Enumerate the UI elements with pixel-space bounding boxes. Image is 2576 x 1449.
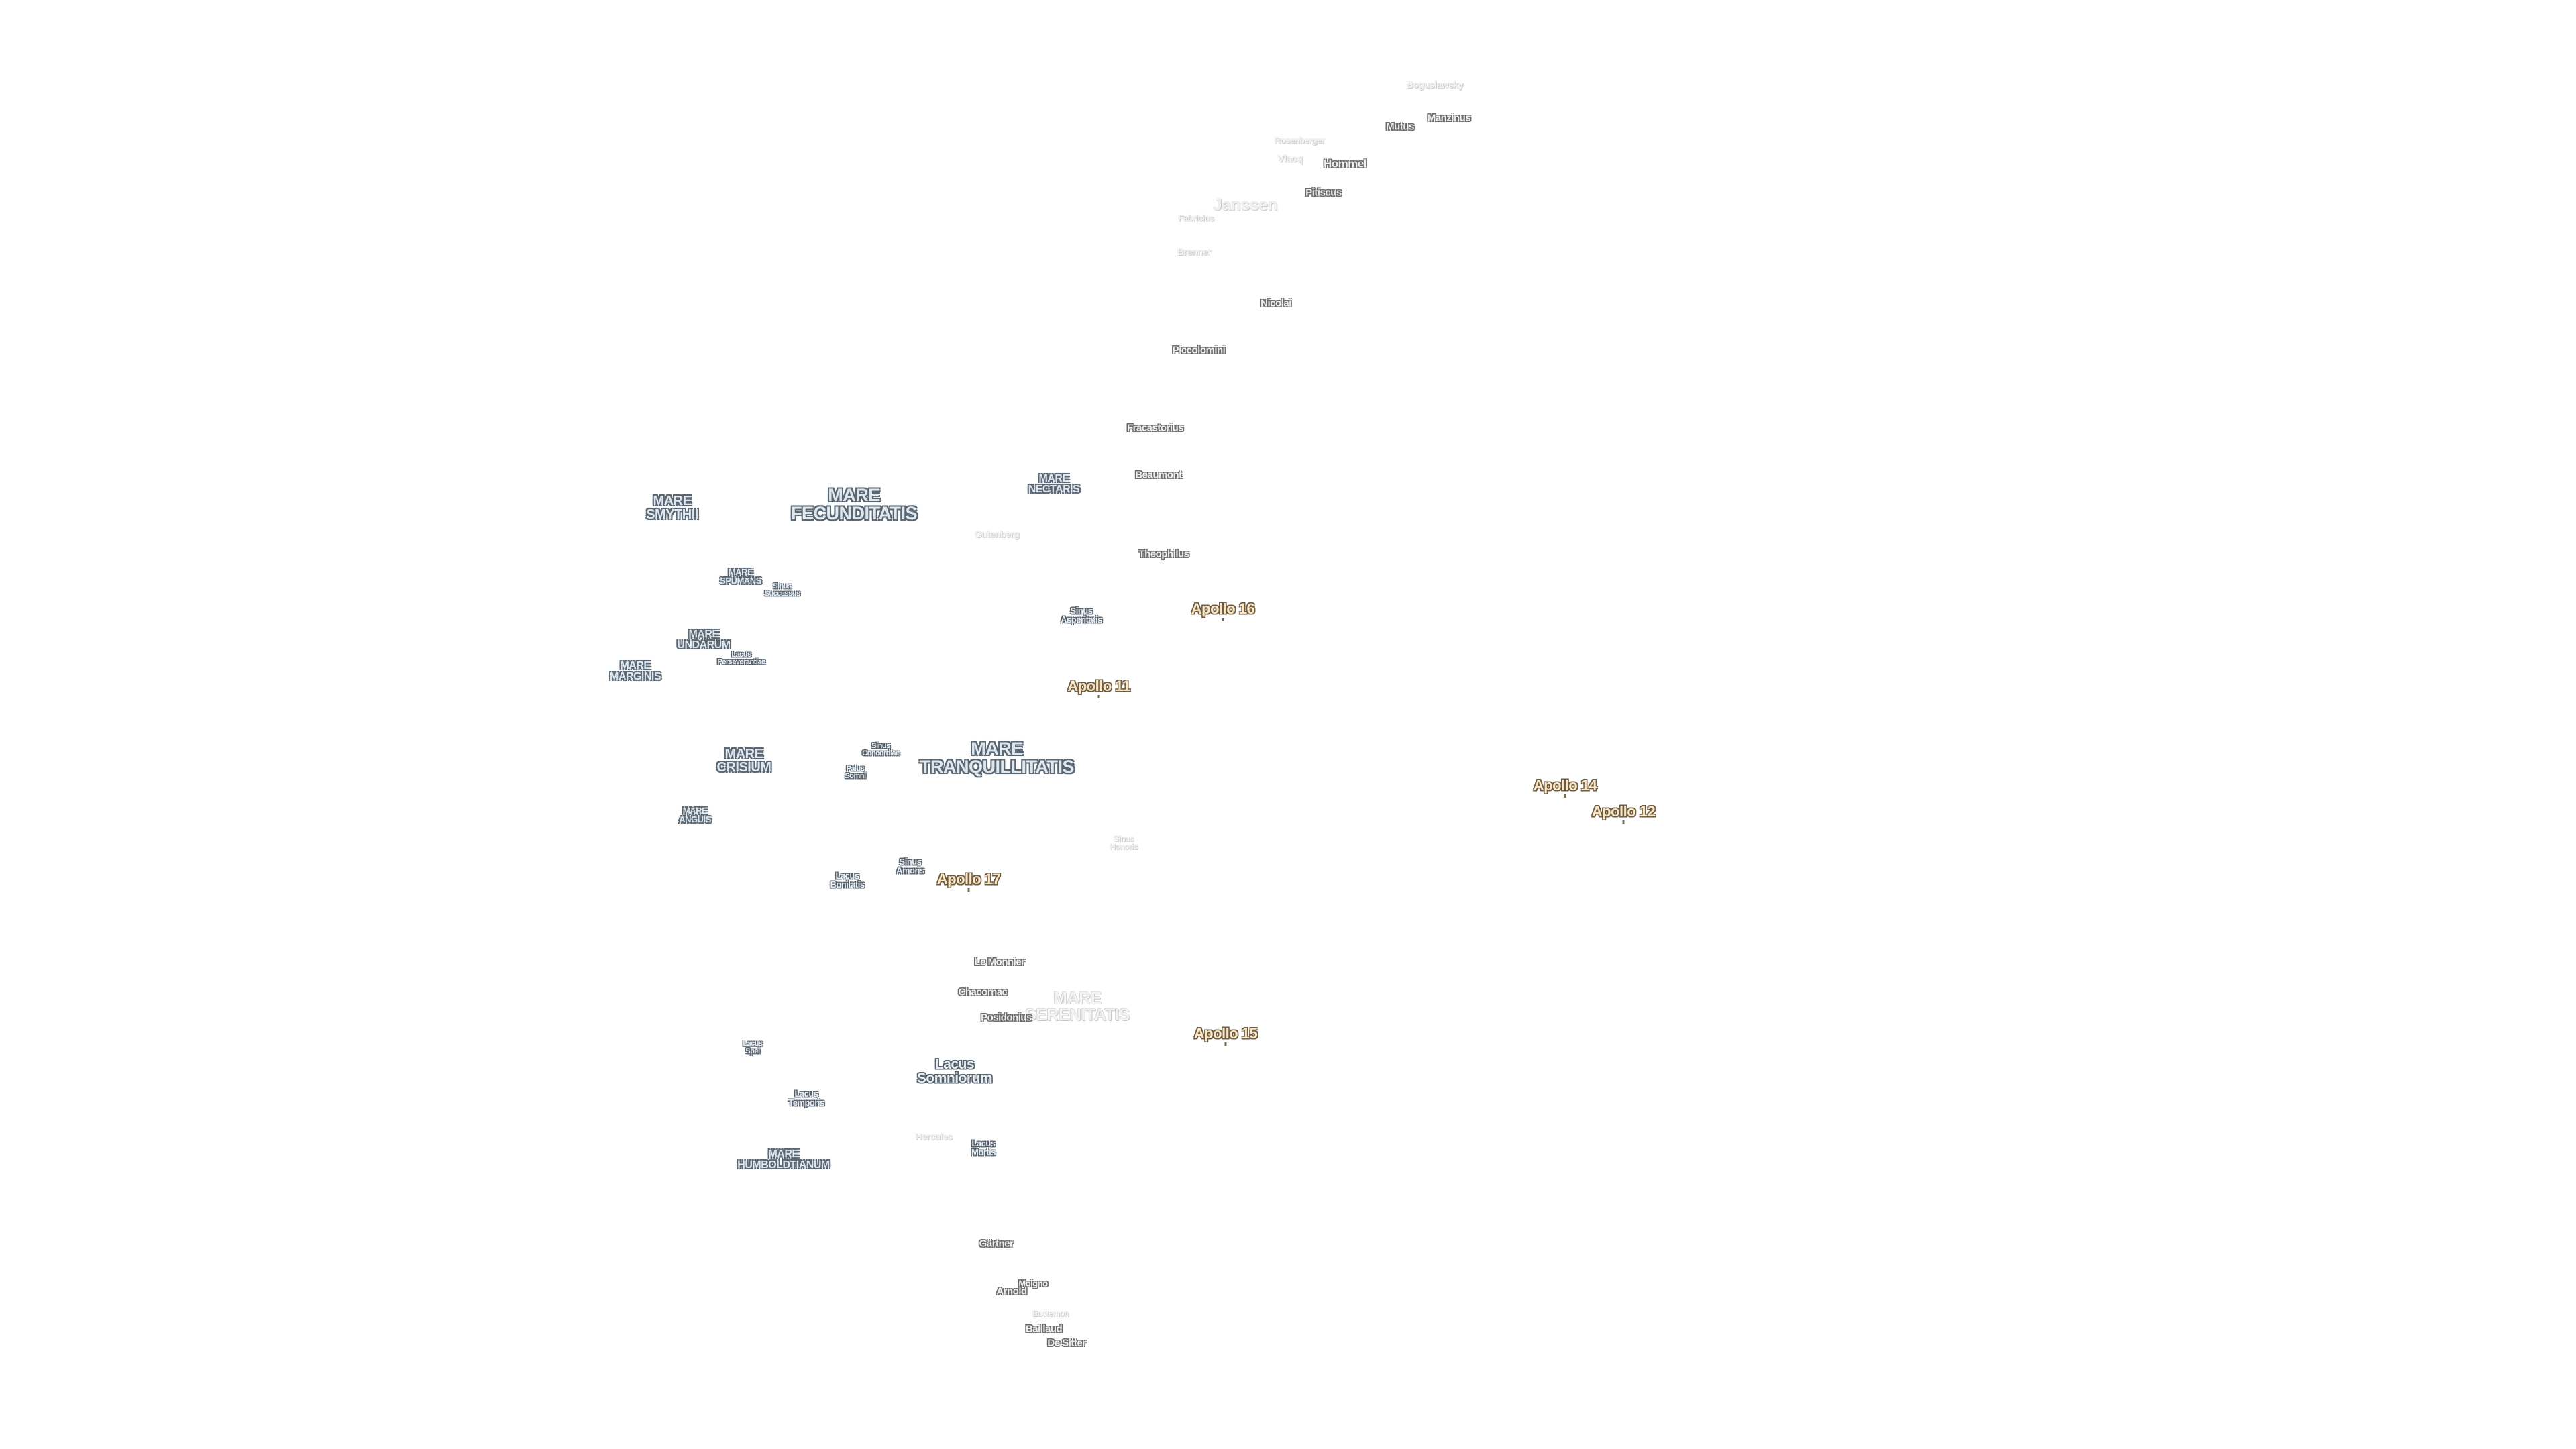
crater-le-monnier-label[interactable]: Le Monnier — [974, 956, 1025, 968]
crater-arnold-label[interactable]: Arnold — [996, 1285, 1027, 1297]
crater-gutenberg-label[interactable]: Gutenberg — [974, 529, 1020, 539]
crater-beaumont-label[interactable]: Beaumont — [1135, 469, 1182, 481]
crater-mutus-label[interactable]: Mutus — [1386, 121, 1414, 133]
crater-moigno-label[interactable]: Moigno — [1018, 1278, 1048, 1289]
lacus-mortis-label[interactable]: Lacus Mortis — [971, 1138, 996, 1157]
crater-de-sitter-label[interactable]: De Sitter — [1047, 1337, 1086, 1349]
apollo-11-marker[interactable] — [1097, 695, 1100, 698]
lacus-somniorum-label[interactable]: Lacus Somniorum — [916, 1057, 993, 1086]
crater-janssen-label[interactable]: Janssen — [1212, 195, 1278, 215]
crater-euctemon-label[interactable]: Euctemon — [1032, 1309, 1069, 1318]
mare-crisium-label[interactable]: MARE CRISIUM — [716, 747, 771, 775]
mare-spumans-label[interactable]: MARE SPUMANS — [720, 567, 761, 586]
apollo-15-label[interactable]: Apollo 15 — [1193, 1025, 1258, 1042]
apollo-14-marker[interactable] — [1564, 794, 1566, 798]
crater-baillaud-label[interactable]: Baillaud — [1025, 1323, 1063, 1335]
apollo-14-label[interactable]: Apollo 14 — [1533, 777, 1597, 794]
lacus-spei-label[interactable]: Lacus Spei — [743, 1040, 763, 1055]
crater-manzinus-label[interactable]: Manzinus — [1427, 112, 1471, 124]
apollo-12-label[interactable]: Apollo 12 — [1591, 803, 1656, 820]
mare-undarum-label[interactable]: MARE UNDARUM — [677, 629, 731, 651]
mare-anguis-label[interactable]: MARE ANGUIS — [679, 806, 711, 824]
crater-boguslawsky-label[interactable]: Boguslawsky — [1407, 79, 1463, 90]
sinus-honoris-label[interactable]: Sinus Honoris — [1110, 834, 1138, 851]
apollo-15-marker[interactable] — [1224, 1042, 1227, 1046]
crater-posidonius-label[interactable]: Posidonius — [981, 1012, 1032, 1024]
mare-marginis-label[interactable]: MARE MARGINIS — [610, 660, 661, 682]
apollo-12-marker[interactable] — [1622, 820, 1625, 824]
lacus-bonitatis-label[interactable]: Lacus Bonitatis — [830, 871, 865, 890]
apollo-17-marker[interactable] — [967, 888, 970, 892]
crater-gartner-label[interactable]: Gärtner — [979, 1238, 1014, 1250]
crater-fabricius-label[interactable]: Fabricius — [1178, 213, 1214, 223]
mare-serenitatis-label[interactable]: MARE SERENITATIS — [1024, 989, 1130, 1024]
crater-hercules-label[interactable]: Hercules — [915, 1131, 953, 1142]
sinus-concordiae-label[interactable]: Sinus Concordiae — [862, 742, 900, 757]
lacus-perseverantiae-label[interactable]: Lacus Perseverantiae — [717, 651, 765, 666]
sinus-successus-label[interactable]: Sinus Successus — [764, 582, 800, 598]
crater-chacornac-label[interactable]: Chacornac — [958, 986, 1008, 998]
mare-fecunditatis-label[interactable]: MARE FECUNDITATIS — [791, 485, 917, 523]
sinus-amoris-label[interactable]: Sinus Amoris — [896, 857, 924, 875]
apollo-16-label[interactable]: Apollo 16 — [1191, 600, 1255, 617]
palus-somni-label[interactable]: Palus Somni — [845, 765, 866, 780]
lacus-temporis-label[interactable]: Lacus Temporis — [788, 1089, 824, 1108]
crater-nicolai-label[interactable]: Nicolai — [1260, 297, 1291, 309]
crater-pitiscus-label[interactable]: Pitiscus — [1305, 186, 1342, 199]
crater-vlacq-label[interactable]: Vlacq — [1277, 153, 1303, 165]
mare-tranquillitatis-label[interactable]: MARE TRANQUILLITATIS — [920, 739, 1074, 777]
mare-humboldtianum-label[interactable]: MARE HUMBOLDTIANUM — [737, 1148, 830, 1171]
apollo-11-label[interactable]: Apollo 11 — [1067, 678, 1130, 694]
sinus-asperitatis-label[interactable]: Sinus Asperitatis — [1061, 606, 1102, 625]
mare-smythii-label[interactable]: MARE SMYTHII — [646, 494, 698, 522]
crater-fracastorius-label[interactable]: Fracastorius — [1126, 422, 1184, 434]
crater-rosenberger-label[interactable]: Rosenberger — [1274, 135, 1325, 146]
mare-nectaris-label[interactable]: MARE NECTARIS — [1028, 473, 1080, 495]
apollo-16-marker[interactable] — [1222, 618, 1224, 621]
crater-brenner-label[interactable]: Brenner — [1177, 246, 1212, 257]
crater-theophilus-label[interactable]: Theophilus — [1138, 548, 1190, 560]
apollo-17-label[interactable]: Apollo 17 — [936, 871, 1001, 888]
crater-piccolomini-label[interactable]: Piccolomini — [1172, 344, 1226, 356]
crater-hommel-label[interactable]: Hommel — [1323, 157, 1367, 170]
